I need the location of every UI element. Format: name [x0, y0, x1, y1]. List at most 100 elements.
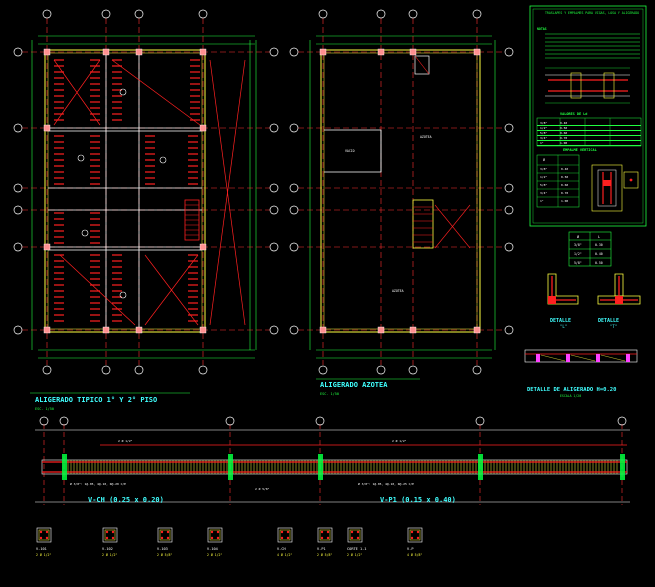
vert-value: 0.70 [561, 191, 568, 195]
section-bar [111, 530, 115, 534]
notes-subheader: NOTAS [537, 27, 547, 31]
section-stirrup [209, 529, 221, 541]
grid-bubble [289, 205, 299, 215]
grid-bubble [289, 183, 299, 193]
grid-bubble [408, 9, 418, 19]
section-bar [160, 530, 164, 534]
grid-bubble [289, 242, 299, 252]
grid-bubble [504, 183, 514, 193]
plan-roof: VACIO AZOTEA AZOTEA [289, 9, 514, 375]
detail-t-sub: "T" [610, 324, 617, 329]
small-table-r3c2: 0.50 [595, 261, 603, 265]
title-plan-typical: ALIGERADO TIPICO 1° Y 2° PISO [35, 396, 157, 404]
grid-bubble [475, 416, 485, 426]
table-vertical-title: EMPALME VERTICAL [563, 148, 597, 152]
grid-bubble [318, 9, 328, 19]
section-bar [320, 530, 324, 534]
notes-panel: TRASLAPES Y EMPALMES PARA VIGAS, LOSA Y … [529, 5, 647, 227]
section-bar [45, 530, 49, 534]
ld-value: 0.70 [560, 136, 567, 140]
detail-l-title: DETALLE [550, 318, 571, 324]
plan-typical-floor [13, 9, 279, 375]
slab-detail-sub: ESCALA 1/20 [560, 394, 581, 398]
small-table-col2: L [598, 235, 600, 239]
grid-bubble [504, 47, 514, 57]
section-stirrup [159, 529, 171, 541]
grid-bubble [408, 365, 418, 375]
label-azotea-1: AZOTEA [420, 135, 432, 139]
ld-value: 0.40 [560, 121, 567, 125]
grid-bubble [289, 47, 299, 57]
grid-bubble [289, 123, 299, 133]
section-stirrup [349, 529, 361, 541]
section-bar [326, 530, 330, 534]
lap-detail-figure [545, 67, 630, 104]
section-label: V-CH [277, 547, 286, 551]
beam1-title: V-CH (0.25 x 0.20) [88, 496, 164, 504]
table-vertical: Ø3/8"0.401/2"0.505/8"0.603/4"0.701"1.00 [536, 154, 580, 208]
section-label: V-P [407, 547, 414, 551]
slab-detail: DETALLE DE ALIGERADO H=0.20 ESCALA 1/20 [524, 349, 638, 398]
section-bar [166, 536, 170, 540]
grid-bubble [472, 9, 482, 19]
ld-value: 0.50 [560, 126, 567, 130]
section-label: CORTE 1-1 [347, 547, 366, 551]
section-bar [45, 536, 49, 540]
ld-value: 1.00 [560, 141, 567, 145]
section-sub: 2 Ø 5/8" [157, 552, 172, 557]
section-sub: 2 Ø 1/2" [36, 552, 51, 557]
beam-note-5: 2 Ø 1/2" [392, 438, 407, 443]
grid-bubble [376, 9, 386, 19]
grid-bubble [269, 183, 279, 193]
small-table-r1c2: 0.30 [595, 243, 603, 247]
grid-bubble [269, 123, 279, 133]
section-bar [350, 530, 354, 534]
small-table-r1c1: 3/8" [574, 243, 582, 247]
section-outline [207, 527, 223, 543]
section-stirrup [319, 529, 331, 541]
vert-value: 0.40 [561, 167, 568, 171]
section-stirrup [279, 529, 291, 541]
vert-value: 1.00 [561, 199, 568, 203]
section-bar [210, 536, 214, 540]
table-ld: 3/8"0.401/2"0.505/8"0.603/4"0.701"1.00 [536, 117, 642, 147]
vert-bar-size: 1" [540, 199, 544, 203]
ld-value: 0.60 [560, 131, 567, 135]
small-table-r2c2: 0.40 [595, 252, 603, 256]
grid-bubble [504, 205, 514, 215]
section-outline [277, 527, 293, 543]
grid-bubble [13, 183, 23, 193]
subtitle-plan-roof: ESC. 1/50 [320, 392, 339, 396]
grid-bubble [269, 205, 279, 215]
section-bar [111, 536, 115, 540]
section-label: V-104 [207, 547, 218, 551]
section-bar [280, 530, 284, 534]
section-outline [317, 527, 333, 543]
plan-titles: ALIGERADO TIPICO 1° Y 2° PISO ESC. 1/50 … [30, 378, 420, 411]
table-ld-title: VALORES DE Ld [560, 112, 587, 116]
section-bar [39, 530, 43, 534]
grid-bubble [315, 416, 325, 426]
grid-bubble [504, 123, 514, 133]
grid-bubble [472, 365, 482, 375]
vert-bar-size: 1/2" [540, 175, 547, 179]
section-bar [286, 530, 290, 534]
title-plan-roof: ALIGERADO AZOTEA [320, 381, 388, 389]
label-azotea-2: AZOTEA [392, 289, 404, 293]
beam-elevation: Ø 3/8": 1@.05, 4@.10, R@.20 C/E Ø 3/8": … [35, 416, 630, 505]
vert-col-header: Ø [543, 157, 545, 162]
section-outline [347, 527, 363, 543]
vert-bar-size: 3/8" [540, 167, 547, 171]
column-lap-figure [591, 164, 639, 212]
section-stirrup [409, 529, 421, 541]
small-table-r2c1: 1/2" [574, 252, 582, 256]
section-label: V-103 [157, 547, 168, 551]
section-outline [157, 527, 173, 543]
grid-bubble [42, 9, 52, 19]
section-bar [326, 536, 330, 540]
beam-note-1: Ø 3/8": 1@.05, 4@.10, R@.20 C/E [70, 481, 126, 486]
vert-value: 0.60 [561, 183, 568, 187]
small-table-r3c1: 5/8" [574, 261, 582, 265]
grid-bubble [376, 365, 386, 375]
section-bar [105, 530, 109, 534]
